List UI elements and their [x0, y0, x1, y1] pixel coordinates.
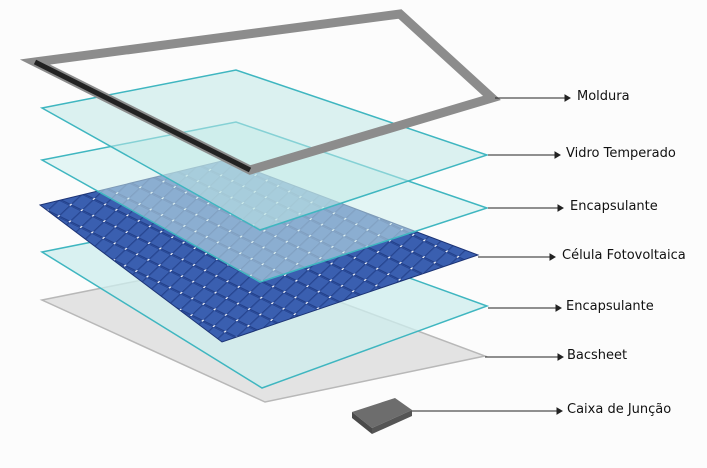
label-backsheet: Bacsheet: [567, 348, 628, 363]
label-encapsulante-lower: Encapsulante: [566, 299, 654, 314]
label-encapsulante-upper: Encapsulante: [570, 199, 658, 214]
junction-box: [352, 398, 412, 434]
label-caixa-de-juncao: Caixa de Junção: [567, 402, 672, 417]
label-vidro-temperado: Vidro Temperado: [566, 146, 676, 161]
frame-layer: [19, 9, 501, 175]
leader-lines: [412, 94, 571, 415]
tempered-glass-layer: [39, 69, 490, 231]
label-celula-fotovoltaica: Célula Fotovoltaica: [562, 248, 686, 263]
label-moldura: Moldura: [577, 89, 630, 104]
